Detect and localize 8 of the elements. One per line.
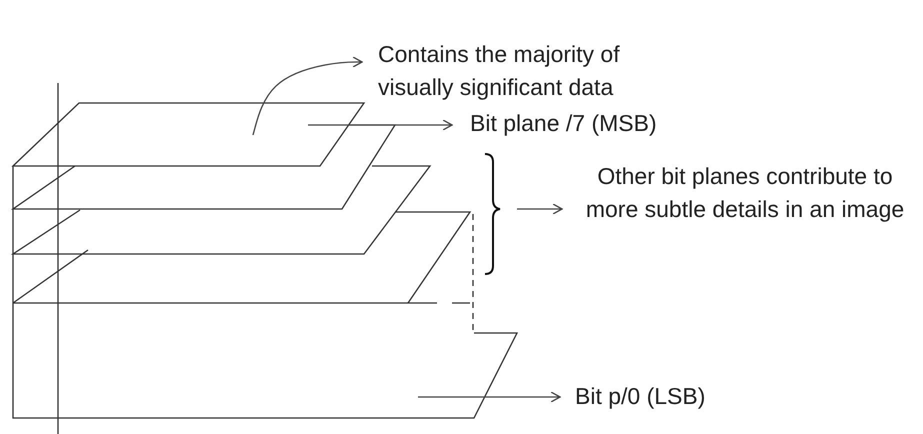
annotation-text: Contains the majority of visually significant data <box>378 38 678 104</box>
arrow <box>418 391 561 403</box>
annotation-text: Bit plane /7 (MSB) <box>470 107 700 140</box>
annotation-text: Bit p/0 (LSB) <box>575 380 755 413</box>
annotation-text: Other bit planes contribute to more subtle details in an image <box>575 160 915 226</box>
arrow <box>517 203 563 215</box>
arrow <box>308 119 453 131</box>
curved-arrow <box>252 56 363 136</box>
